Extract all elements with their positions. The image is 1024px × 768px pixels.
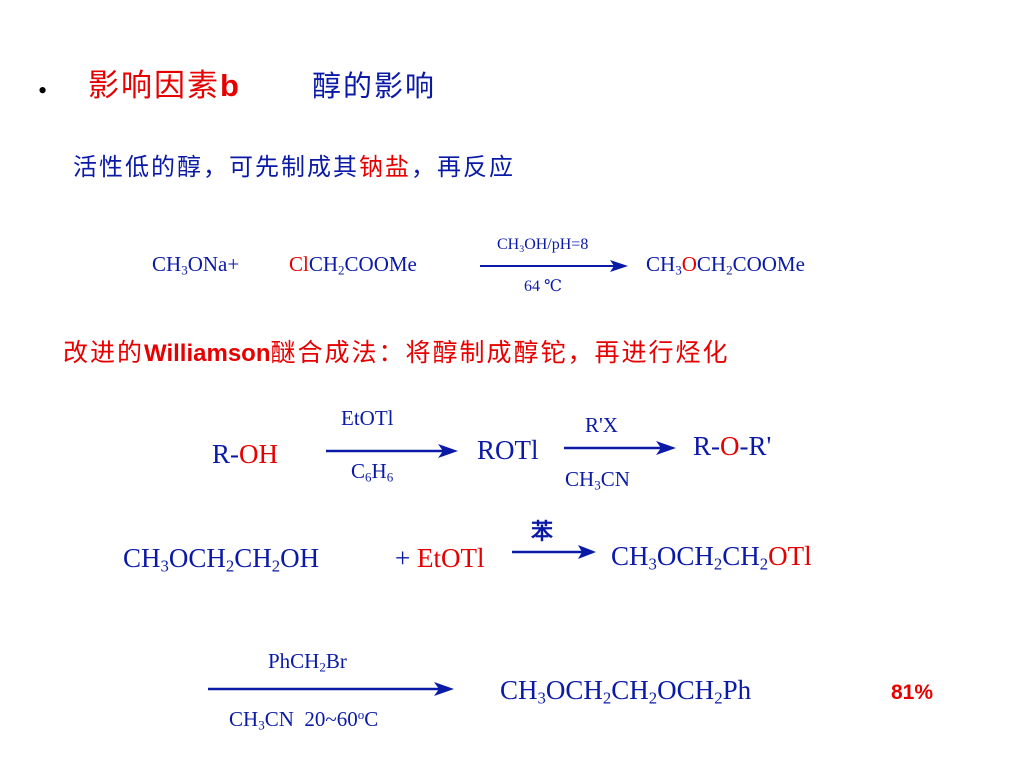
rxn3-reactant: CH3OCH2CH2OH <box>123 543 320 576</box>
rxn1-condition-bottom: 64 ℃ <box>524 278 562 295</box>
rxn3-product: CH3OCH2CH2OTl <box>611 541 812 574</box>
rxn3-condition: 苯 <box>531 520 556 545</box>
note1-post: ，再反应 <box>411 153 515 181</box>
rxn4-product: CH3OCH2CH2OCH2Ph <box>500 675 752 708</box>
hydroxyl-group: OH <box>239 439 278 469</box>
rxn2-arrow1-bottom: C6H6 <box>351 459 394 485</box>
note1-pre: 活性低的醇，可先制成其 <box>73 153 359 181</box>
rxn3-reagent: EtOTl <box>417 543 485 573</box>
rxn2-arrow1-top: EtOTl <box>341 406 394 430</box>
note1-highlight: 钠盐 <box>359 153 411 181</box>
rxn1-arrow <box>480 260 628 272</box>
rxn1-condition-top: CH3OH/pH=8 <box>497 236 589 255</box>
rxn2-product: R-O-R' <box>693 431 772 461</box>
rxn4-arrow-bottom: CH3CN 20~60oC <box>229 706 379 733</box>
thallium-alkoxide: OTl <box>768 541 812 571</box>
yield-label: 81% <box>891 681 934 704</box>
title-letter: b <box>220 68 239 103</box>
chlorine-atom: Cl <box>289 252 309 276</box>
rxn4-arrow <box>208 682 454 696</box>
rxn3-arrow <box>512 545 596 559</box>
rxn1-reactant2: ClCH2COOMe <box>289 252 417 278</box>
plus-sign: + <box>395 543 411 573</box>
bullet: • <box>38 76 48 105</box>
note-williamson: 改进的Williamson醚合成法：将醇制成醇铊，再进行烃化 <box>63 338 730 367</box>
page-title: 影响因素b <box>88 70 239 102</box>
rxn2-arrow2 <box>564 441 676 455</box>
rxn2-reactant: R-OH <box>212 439 278 469</box>
rxn2-arrow2-bottom: CH3CN <box>565 467 630 493</box>
rxn2-arrow1 <box>326 444 458 458</box>
title-part1: 影响因素 <box>88 68 220 104</box>
ether-oxygen: O <box>681 252 697 276</box>
note-sodium-salt: 活性低的醇，可先制成其钠盐，再反应 <box>73 155 515 179</box>
rxn1-reactant1: CH3ONa+ <box>152 252 240 278</box>
rxn2-intermediate: ROTl <box>477 435 539 465</box>
rxn4-arrow-top: PhCH2Br <box>268 649 347 675</box>
rxn2-arrow2-top: R'X <box>585 413 618 437</box>
rxn1-product: CH3OCH2COOMe <box>646 252 805 278</box>
page-subtitle: 醇的影响 <box>312 69 437 103</box>
ether-oxygen: O <box>720 431 740 461</box>
